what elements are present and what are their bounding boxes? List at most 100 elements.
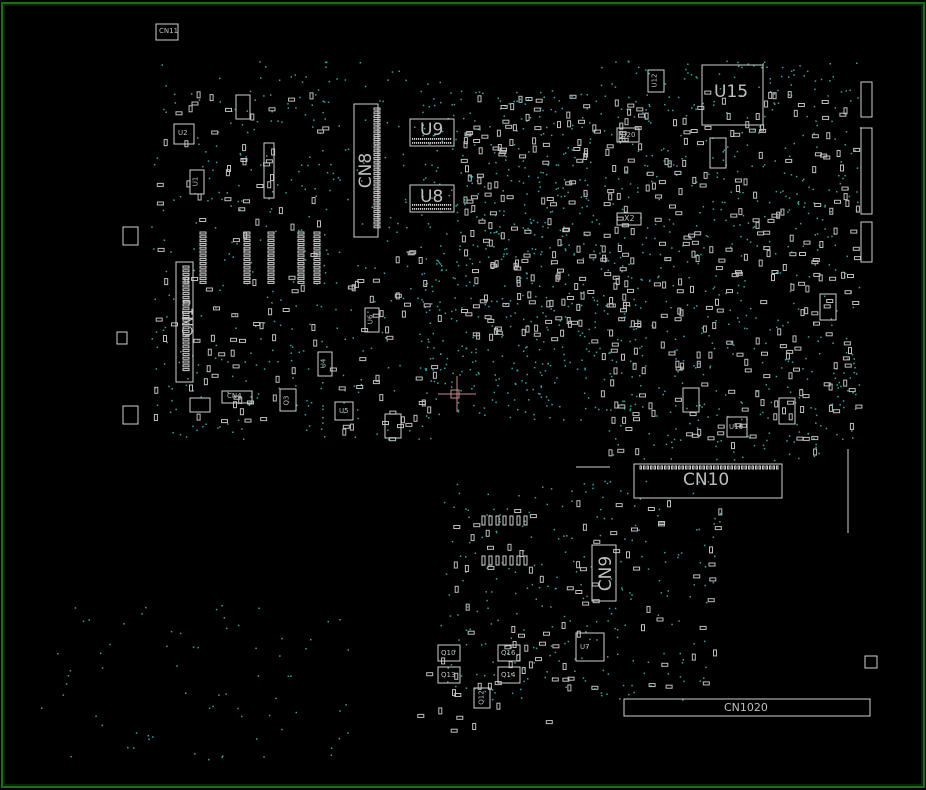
via (527, 678, 529, 680)
smd-pad (845, 199, 850, 207)
via (584, 368, 586, 371)
smd-pad (758, 259, 763, 267)
via (429, 226, 432, 228)
via (524, 520, 526, 523)
connector-pin (373, 153, 381, 157)
via (610, 613, 613, 615)
smd-pad (844, 290, 852, 295)
via (553, 96, 556, 99)
smd-pad (542, 142, 550, 147)
via (522, 182, 525, 184)
via (471, 263, 474, 265)
via (602, 669, 605, 672)
via (674, 338, 677, 340)
via (354, 436, 357, 438)
via (528, 399, 530, 401)
via (534, 248, 537, 251)
via (603, 310, 606, 312)
bga-pad (442, 142, 444, 144)
smd-pad (763, 230, 771, 235)
via (495, 530, 497, 533)
via (796, 423, 798, 426)
via (260, 77, 262, 79)
u5-label: U5 (339, 407, 349, 415)
via (359, 62, 362, 64)
via (758, 86, 760, 88)
via (607, 313, 609, 315)
via (797, 203, 800, 205)
via (516, 130, 518, 132)
connector-pin (373, 191, 381, 195)
via (427, 417, 430, 419)
via (241, 715, 243, 718)
via (154, 298, 156, 301)
connector-pin (313, 261, 321, 265)
via (637, 287, 639, 290)
via (638, 66, 640, 69)
via (617, 178, 620, 180)
via (458, 492, 461, 495)
via (215, 145, 218, 147)
via (531, 282, 533, 285)
via (70, 755, 72, 758)
via (447, 667, 449, 669)
smd-pad (472, 723, 477, 730)
via (633, 116, 636, 118)
via (309, 156, 311, 158)
smd-pad (437, 314, 442, 322)
via (718, 294, 720, 296)
smd-pad (627, 288, 634, 293)
via (764, 61, 766, 63)
via (425, 258, 428, 260)
via (591, 221, 593, 223)
via (196, 429, 198, 432)
via (736, 150, 739, 153)
via (680, 439, 682, 441)
smd-pad (690, 129, 698, 133)
via (520, 697, 523, 699)
via (641, 243, 644, 246)
via (356, 169, 359, 171)
via (491, 698, 494, 701)
via (280, 299, 282, 301)
via (189, 326, 192, 328)
smd-pad (492, 146, 500, 151)
via (813, 437, 815, 440)
u1-footprint (189, 169, 205, 195)
connector-pin (199, 280, 207, 284)
smd-pad (569, 94, 577, 99)
via (681, 382, 684, 384)
smd-pad (423, 303, 431, 308)
smd-pad (644, 112, 649, 120)
via (515, 256, 517, 258)
bga-pad (428, 142, 430, 144)
via (387, 429, 389, 431)
smd-pad (487, 318, 495, 323)
via (314, 188, 316, 190)
via (451, 381, 453, 383)
smd-pad (225, 107, 232, 112)
via (526, 587, 529, 589)
via (586, 94, 588, 96)
via (451, 541, 454, 543)
via (693, 584, 695, 586)
via (516, 613, 518, 615)
via (361, 223, 364, 225)
smd-pad (608, 303, 616, 308)
u15-label: U15 (714, 82, 749, 102)
via (540, 396, 543, 398)
smd-pad (238, 207, 246, 212)
connector-pin (699, 465, 702, 470)
smd-pad (561, 298, 566, 306)
via (830, 404, 832, 406)
via (645, 540, 647, 543)
smd-pad (683, 137, 688, 145)
via (440, 624, 442, 627)
via (495, 161, 497, 164)
via (221, 358, 223, 361)
via (586, 625, 588, 627)
smd-pad (620, 308, 627, 313)
via (731, 243, 733, 245)
smd-pad (488, 239, 493, 247)
